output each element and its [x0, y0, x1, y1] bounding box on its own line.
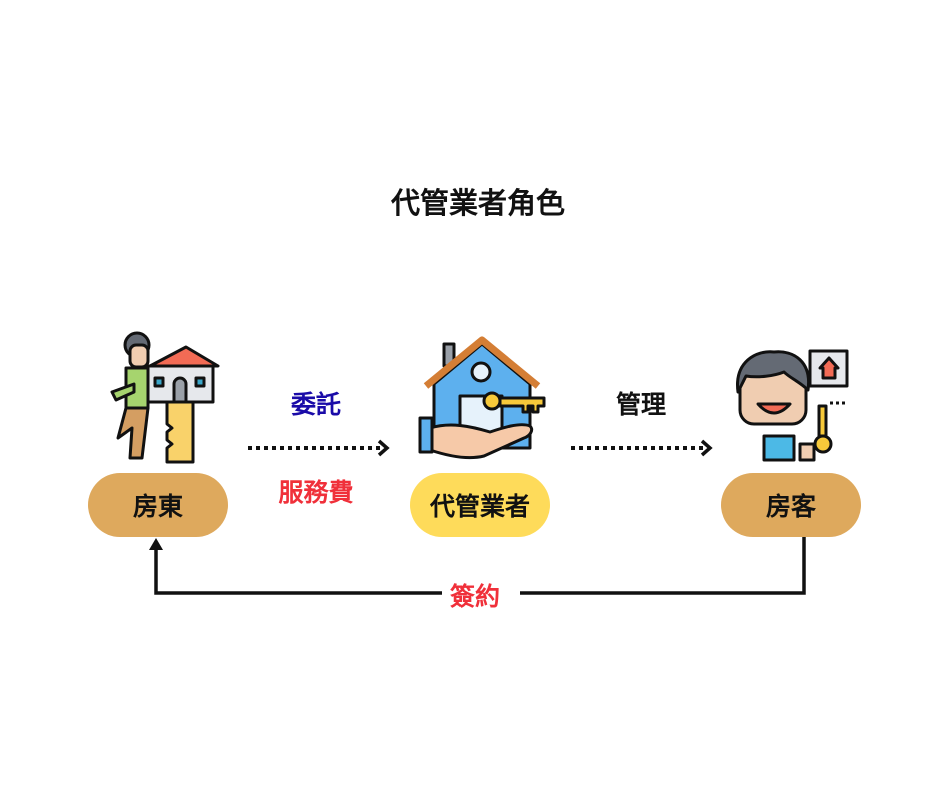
manage-label: 管理: [615, 390, 666, 419]
diagram-title: 代管業者角色: [390, 186, 565, 220]
tenant-icon: [736, 349, 849, 462]
contract-label: 簽約: [449, 582, 500, 611]
service-fee-label: 服務費: [278, 478, 354, 507]
manager-node: 代管業者: [410, 473, 550, 537]
contract-connector: [149, 537, 806, 595]
landlord-icon: [110, 331, 220, 464]
landlord-node: 房東: [88, 473, 228, 537]
tenant-node: 房客: [721, 473, 861, 537]
manage-arrow: [571, 439, 713, 457]
entrust-arrow: [248, 439, 390, 457]
entrust-label: 委託: [290, 390, 341, 419]
manager-icon: [418, 336, 546, 460]
